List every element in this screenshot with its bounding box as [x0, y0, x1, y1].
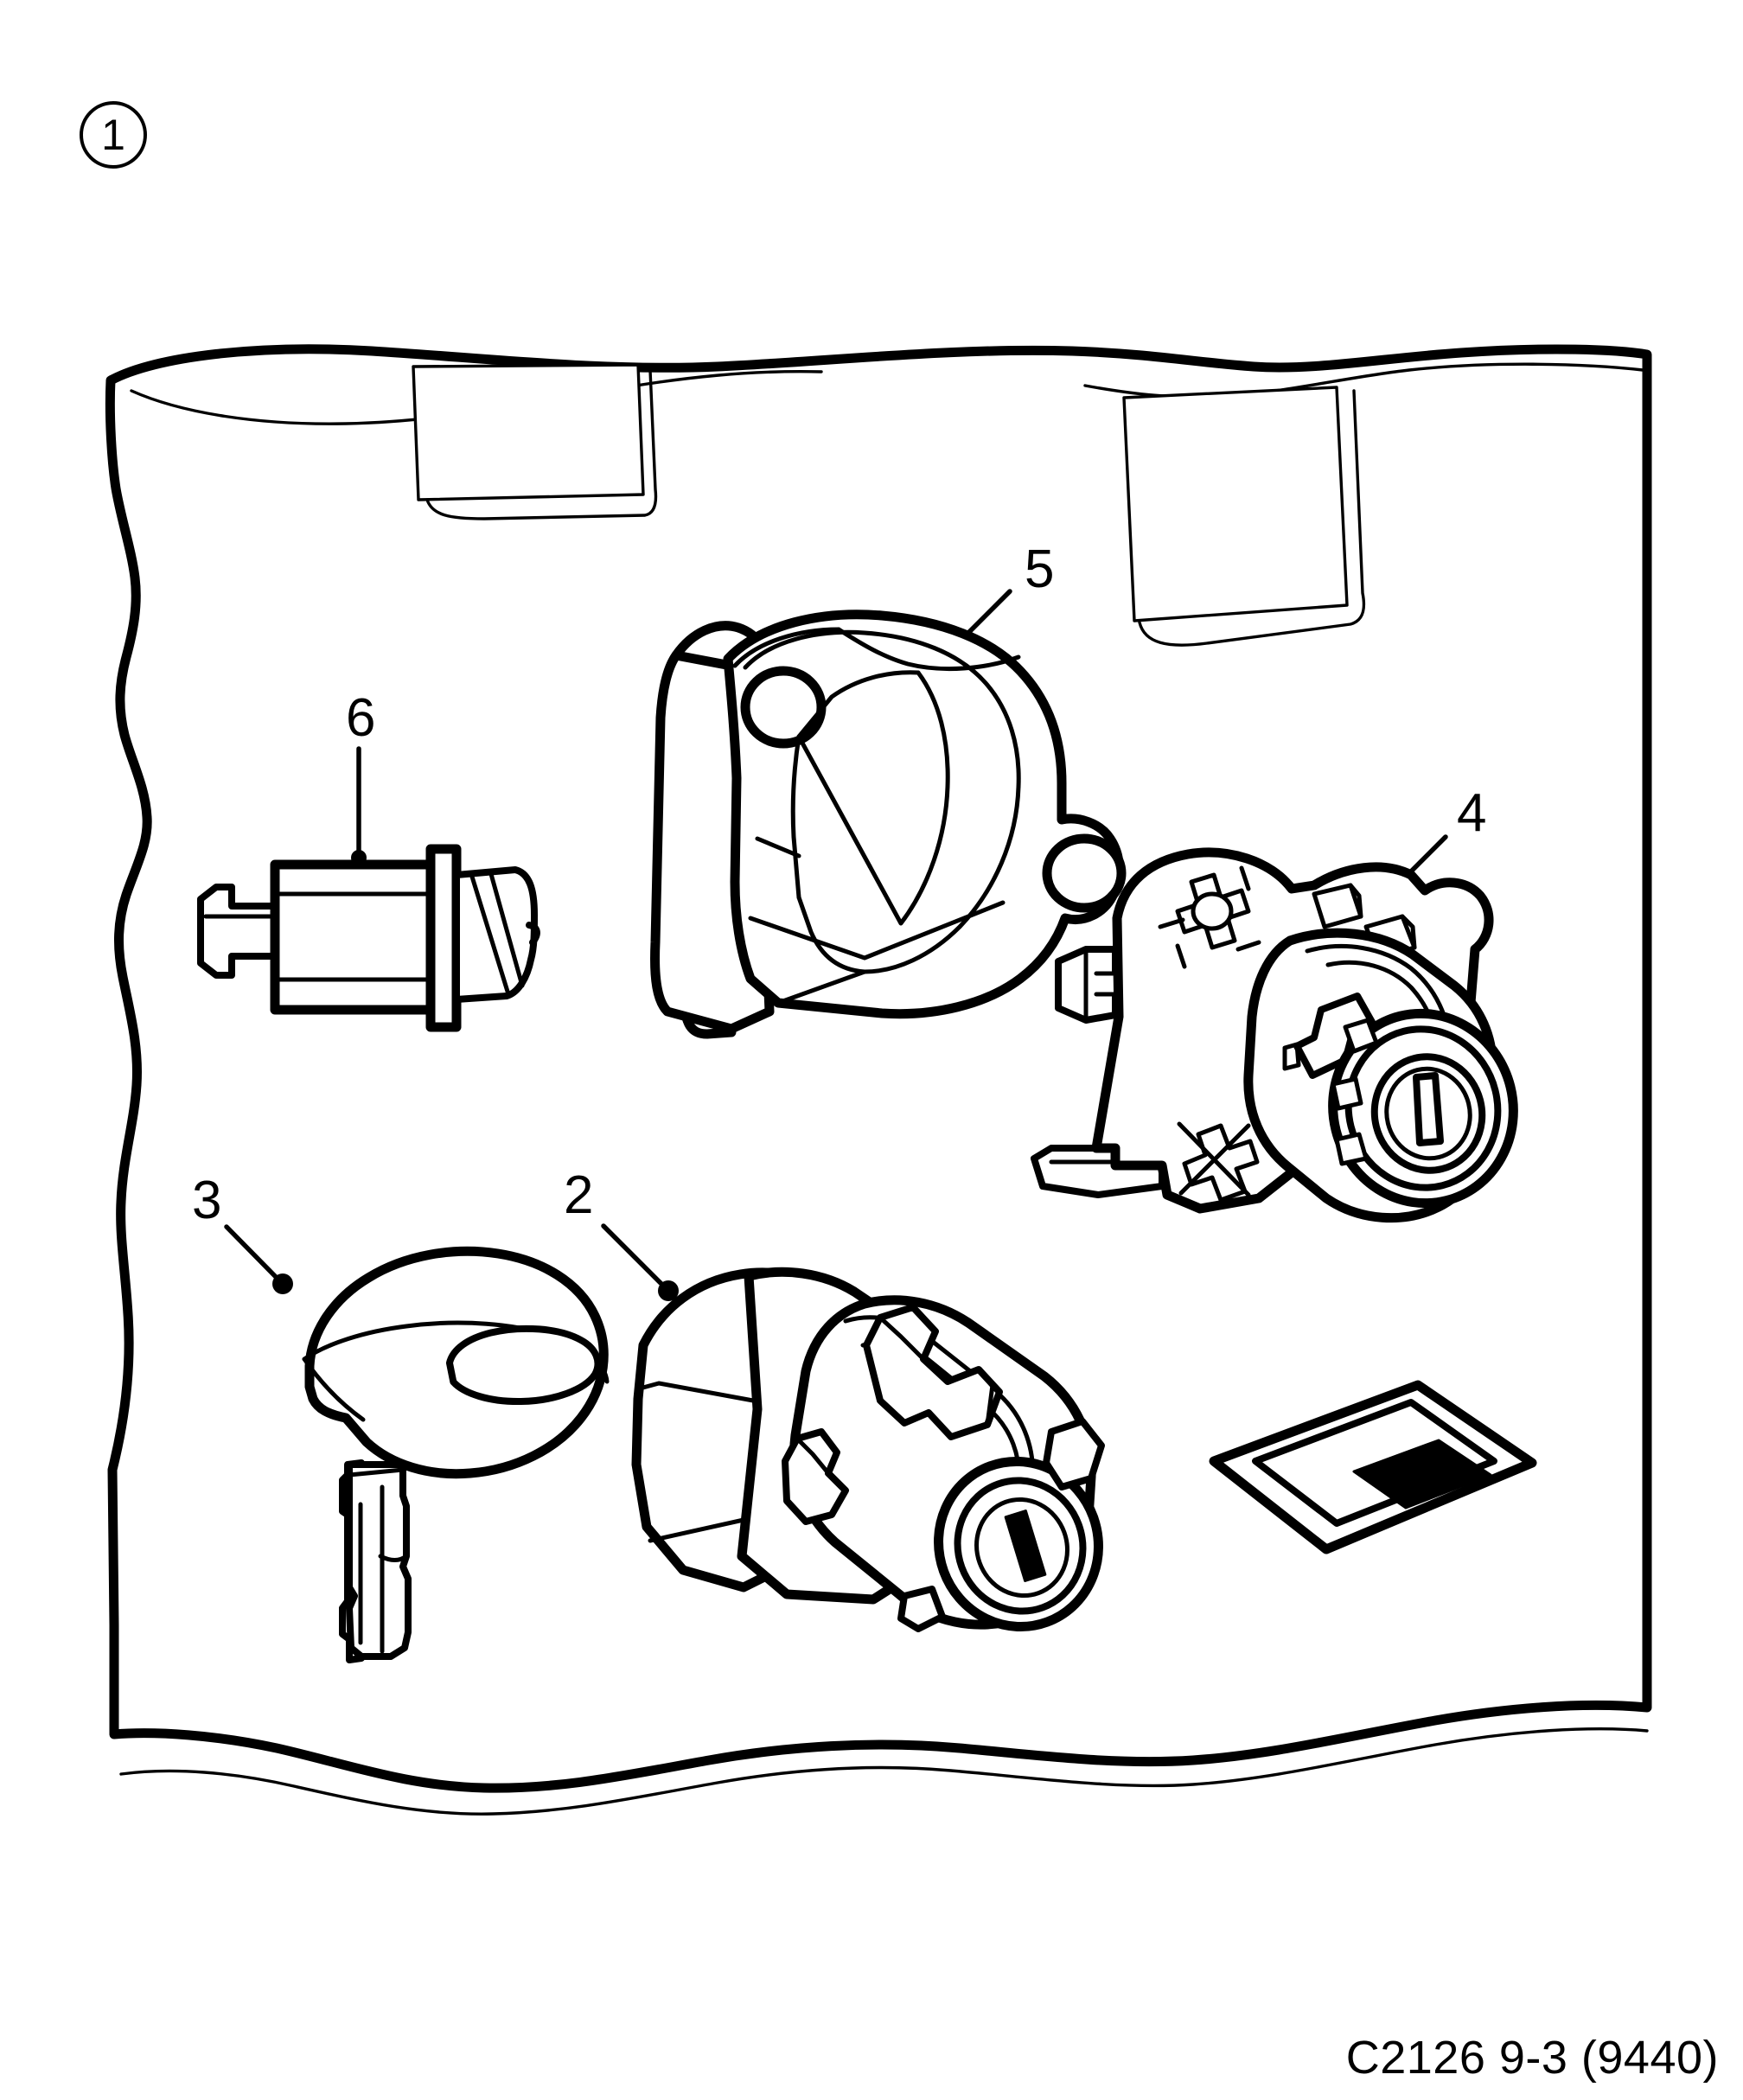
switch-lower-spline-detail — [1177, 1121, 1260, 1203]
shroud-base-notch — [755, 836, 801, 859]
switch-spline-ray-4 — [1175, 943, 1187, 969]
part-6-lock-cylinder-barrel — [197, 844, 540, 1032]
key-blade-notch — [378, 1554, 409, 1562]
lock-front-tab — [1043, 1418, 1105, 1490]
page-flap-left — [412, 363, 645, 501]
torn-paper-frame — [105, 344, 1652, 1816]
shroud-base-fold-2 — [776, 969, 867, 1005]
cylinder-tab — [197, 884, 278, 979]
shroud-tongue — [867, 670, 950, 926]
key-blade — [346, 1461, 412, 1660]
leader-line-2 — [601, 1223, 667, 1289]
switch-barrel-small-tab — [1282, 1042, 1301, 1071]
cylinder-cap-notch — [526, 922, 540, 946]
switch-bezel-inner — [1370, 1053, 1486, 1174]
callout-label-3: 3 — [192, 1171, 222, 1230]
part-4-ignition-switch-housing — [1031, 847, 1518, 1223]
lock-side-catch-edge — [795, 1436, 831, 1476]
part-5-lock-housing-shroud — [650, 610, 1127, 1039]
cylinder-cap-line-2 — [488, 871, 525, 988]
page-flap-right — [1122, 386, 1349, 622]
page-flap-right-under — [1138, 389, 1366, 647]
key-head-crease-2 — [302, 1356, 366, 1422]
switch-bore — [1384, 1066, 1472, 1161]
card-magnetic-stripe — [1352, 1439, 1492, 1510]
page-fold-top-right — [1083, 362, 1644, 399]
callout-label-6: 6 — [346, 688, 376, 748]
page-fold-bottom — [119, 1727, 1649, 1816]
figure-caption: C2126 9-3 (9440) — [1345, 2032, 1719, 2084]
switch-lug-1-face — [1348, 883, 1363, 919]
key-code-card — [1209, 1380, 1537, 1554]
callout-label-4: 4 — [1457, 783, 1487, 843]
shroud-mount-hole-lower — [1042, 833, 1127, 913]
figure-number-label: 1 — [101, 111, 125, 159]
leader-dot-2 — [658, 1280, 679, 1301]
lock-side-catch — [782, 1428, 849, 1525]
switch-upper-spline-detail — [1158, 865, 1261, 969]
switch-lug-2-face — [1400, 914, 1417, 950]
part-2-ignition-lock-cylinder — [631, 1267, 1105, 1632]
switch-bezel-tab-1 — [1343, 1018, 1379, 1054]
cylinder-flange — [425, 844, 462, 1032]
lock-face-inner — [974, 1497, 1069, 1599]
cylinder-body — [270, 859, 436, 1015]
switch-bezel-mid — [1344, 1025, 1502, 1191]
callout-label-5: 5 — [1025, 539, 1055, 599]
callout-label-2: 2 — [564, 1165, 594, 1225]
switch-front-bezel — [1328, 1008, 1518, 1209]
lock-bottom-tab — [897, 1586, 946, 1632]
switch-spline-ray-3 — [1235, 940, 1261, 952]
leader-dot-3 — [272, 1273, 293, 1294]
leader-line-3 — [224, 1224, 281, 1282]
lock-front-face — [934, 1456, 1103, 1632]
shroud-top-crease-2 — [836, 627, 1021, 671]
switch-bezel-tab-3 — [1334, 1132, 1369, 1166]
shroud-top-crease — [732, 627, 841, 668]
switch-star-center — [1191, 891, 1234, 931]
page-outline — [105, 344, 1652, 1793]
key-head-inner-hole — [445, 1324, 602, 1406]
part-3-key — [302, 1246, 610, 1663]
switch-spline-ray-1 — [1158, 917, 1185, 929]
shroud-tongue-edge — [790, 734, 801, 900]
lock-keyway-slot — [1004, 1510, 1047, 1582]
lock-face-mid — [954, 1477, 1087, 1615]
shroud-tongue-left — [796, 670, 921, 869]
lock-top-lug-edge-1 — [878, 1315, 926, 1362]
switch-lower-cross-2 — [1178, 1123, 1251, 1196]
shroud-mount-hole-upper — [740, 666, 827, 749]
switch-bore-keyway — [1413, 1072, 1444, 1146]
shroud-base-fold-1 — [748, 900, 1006, 961]
figure-number-badge: 1 — [80, 101, 147, 169]
switch-spline-ray-2 — [1239, 865, 1251, 891]
shroud-inner-rim-lower — [796, 895, 867, 974]
cylinder-cap-line-1 — [469, 874, 511, 997]
lock-top-lug-edge-2 — [976, 1367, 995, 1427]
switch-bezel-tab-2 — [1331, 1076, 1363, 1111]
page-flap-left-under — [425, 368, 658, 520]
key-blade-shoulder — [347, 1467, 405, 1478]
